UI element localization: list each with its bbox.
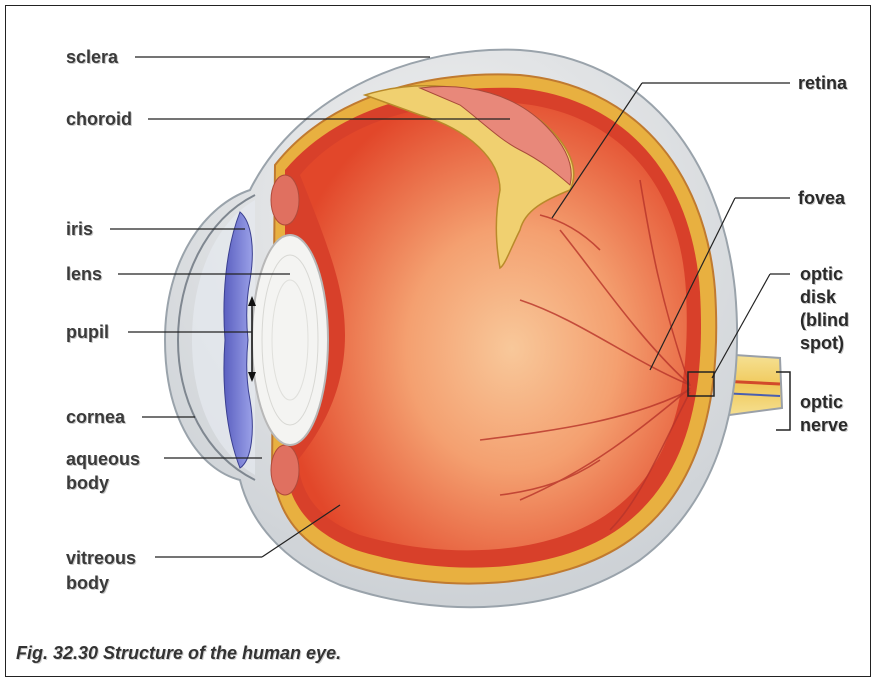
label-sclera: sclera bbox=[66, 46, 118, 68]
lens-shape bbox=[252, 235, 328, 445]
label-iris: iris bbox=[66, 218, 93, 240]
label-optic-disk-1: optic bbox=[800, 263, 843, 285]
label-cornea: cornea bbox=[66, 406, 125, 428]
label-vitreous-body: body bbox=[66, 572, 109, 594]
label-pupil: pupil bbox=[66, 321, 109, 343]
label-lens: lens bbox=[66, 263, 102, 285]
ciliary-body-top bbox=[271, 175, 299, 225]
label-optic-disk-4: spot) bbox=[800, 332, 844, 354]
label-fovea: fovea bbox=[798, 187, 845, 209]
label-optic-nerve-1: optic bbox=[800, 391, 843, 413]
label-retina: retina bbox=[798, 72, 847, 94]
vitreous-body-shape bbox=[298, 103, 687, 551]
label-optic-disk-3: (blind bbox=[800, 309, 849, 331]
label-aqueous-body: body bbox=[66, 472, 109, 494]
label-choroid: choroid bbox=[66, 108, 132, 130]
ciliary-body-bottom bbox=[271, 445, 299, 495]
label-optic-nerve-2: nerve bbox=[800, 414, 848, 436]
label-optic-disk-2: disk bbox=[800, 286, 836, 308]
figure-caption: Fig. 32.30 Structure of the human eye. bbox=[16, 643, 341, 664]
label-vitreous: vitreous bbox=[66, 547, 136, 569]
label-aqueous: aqueous bbox=[66, 448, 140, 470]
